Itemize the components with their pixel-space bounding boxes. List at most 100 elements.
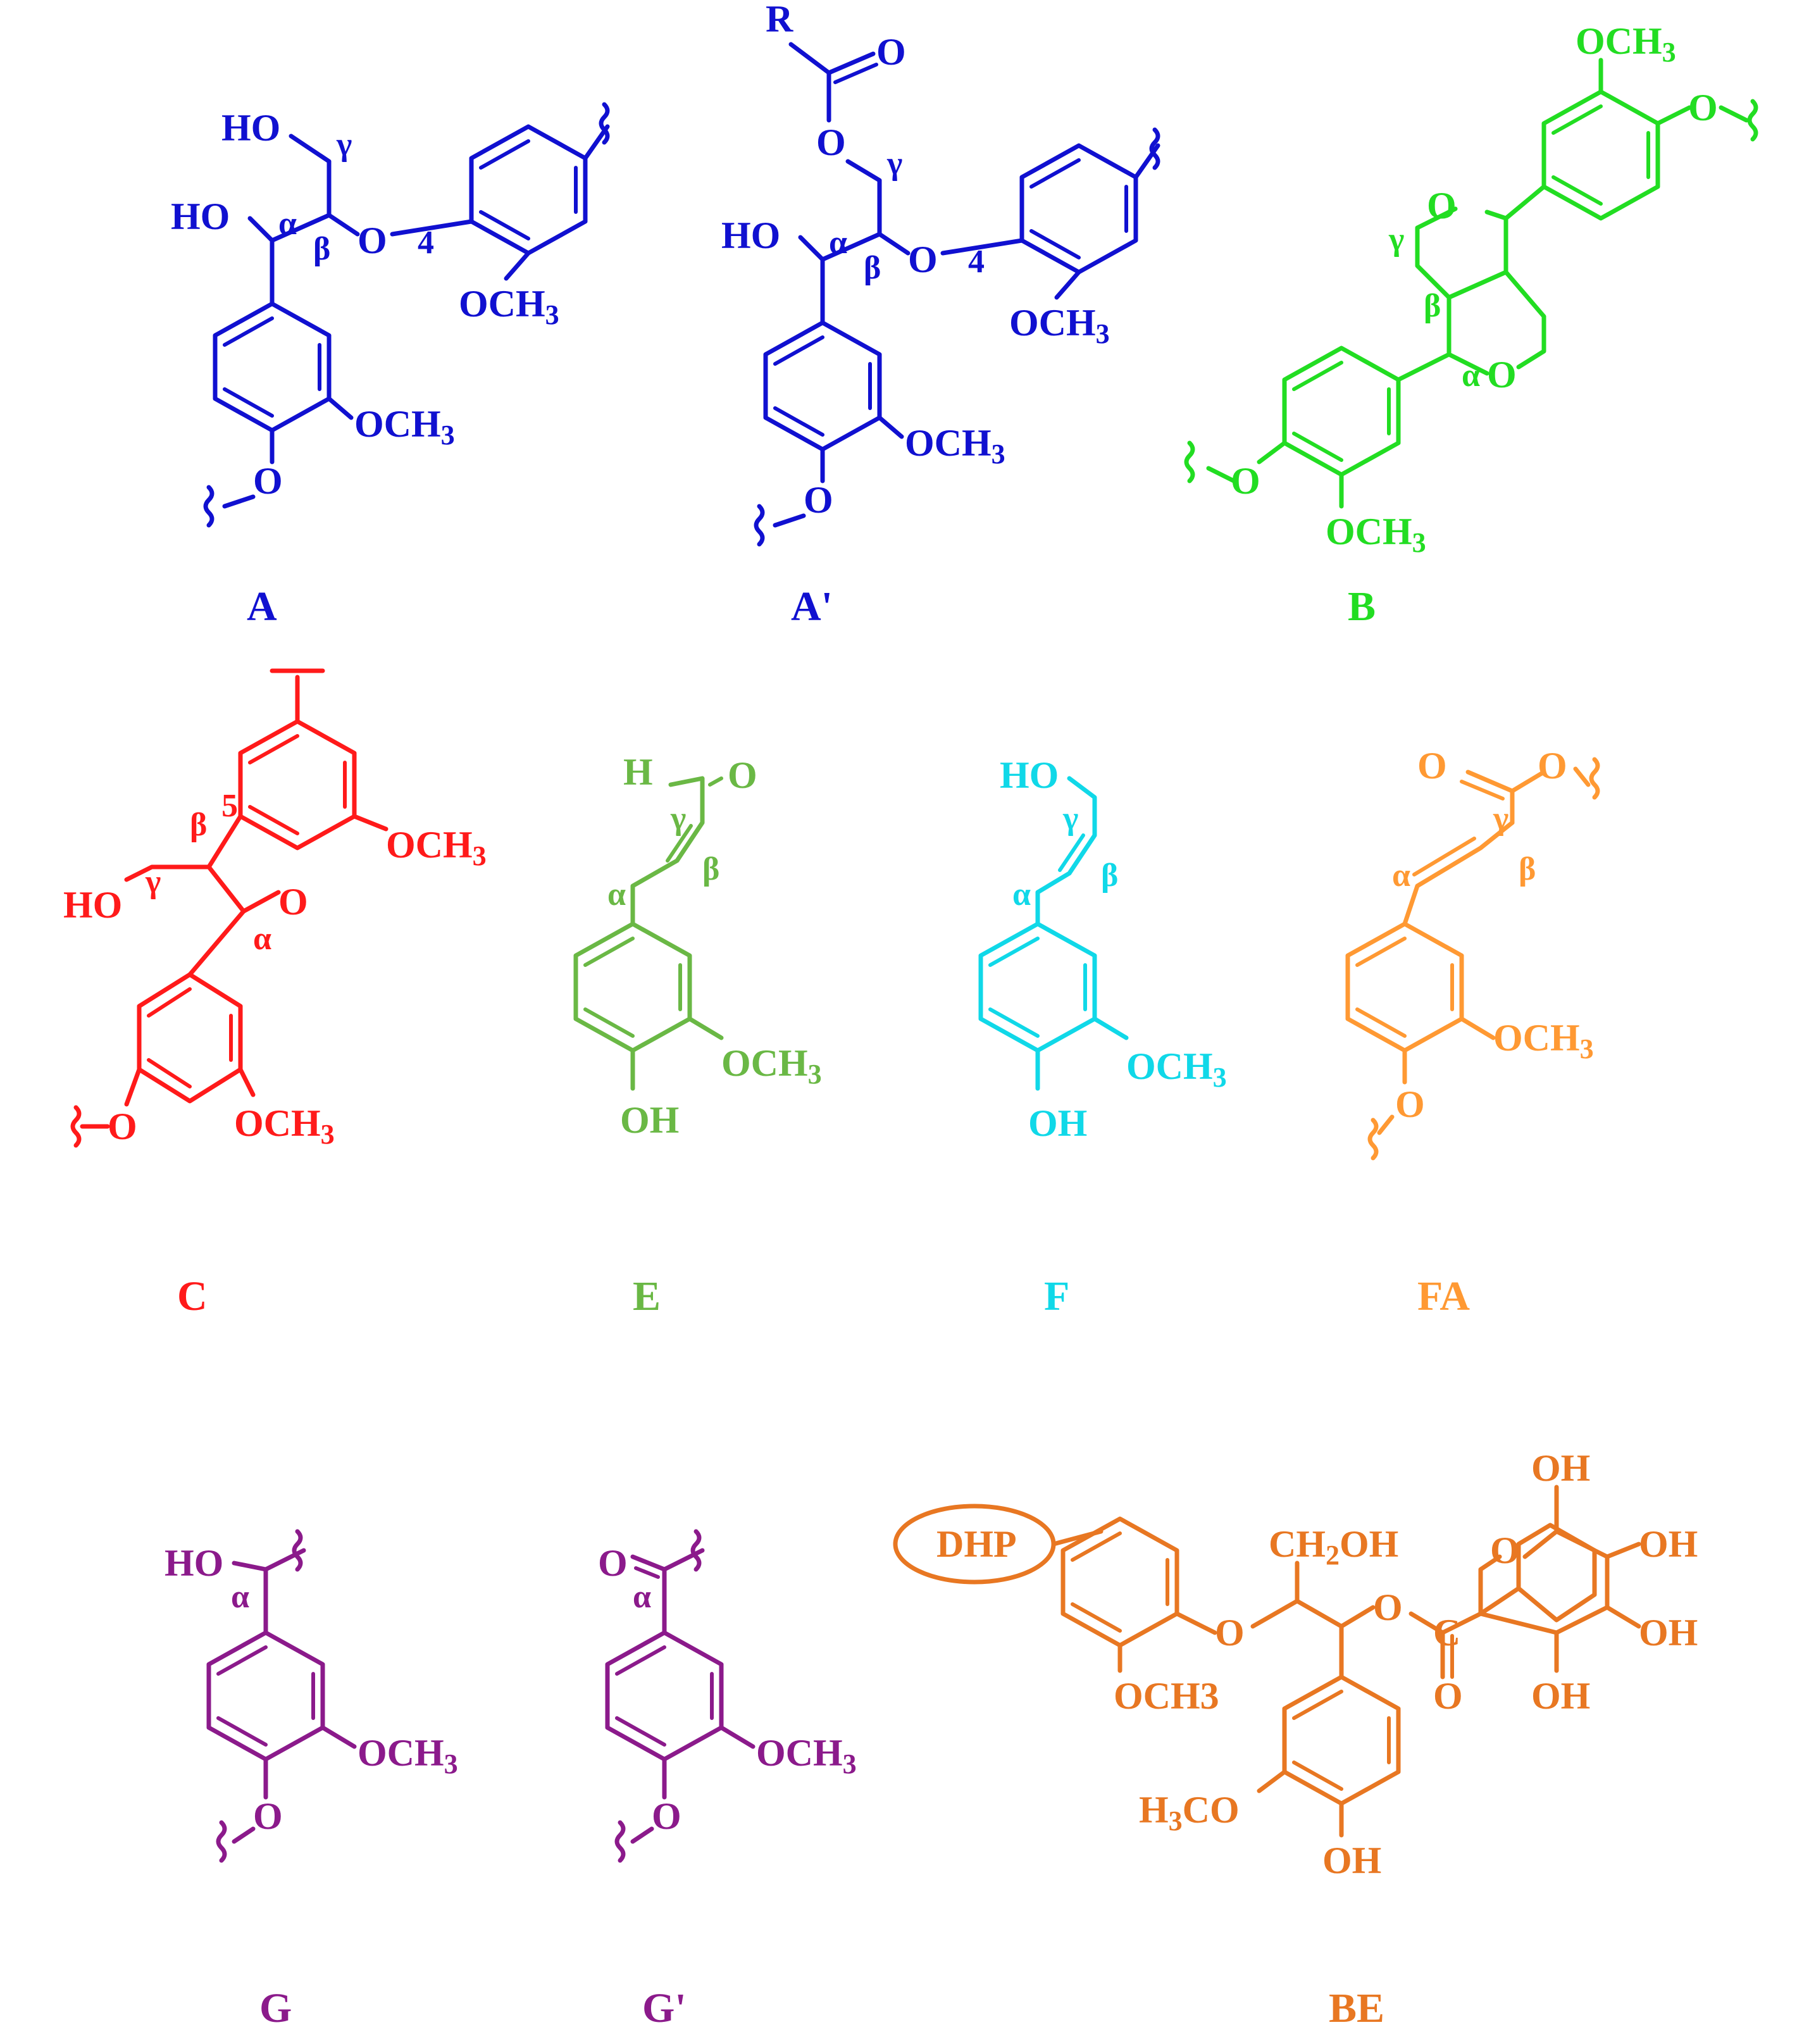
structure-g-prime-label: α xyxy=(633,1579,651,1615)
structure-be: DHP CH2OH O OH OH OH OH O O C O OCH3 H3C… xyxy=(893,1447,1698,2031)
structure-c-label: γ xyxy=(145,864,161,900)
structure-g-bond xyxy=(232,1826,256,1844)
structure-a-bond xyxy=(599,102,610,145)
structure-b-bond xyxy=(1551,104,1603,135)
structure-b-label: OCH3 xyxy=(1576,20,1676,68)
structure-a-bond xyxy=(223,316,274,347)
structure-be-bond xyxy=(1071,1602,1122,1633)
structure-f-bond xyxy=(1092,1016,1129,1040)
structure-f-caption: F xyxy=(1044,1273,1069,1319)
structure-fa-bond xyxy=(1412,837,1476,876)
structure-a-prime-label: 4 xyxy=(968,244,985,280)
structure-e-bond xyxy=(630,776,705,926)
structure-e-caption: E xyxy=(633,1273,661,1319)
structure-fa-bond xyxy=(1510,770,1546,794)
structure-be-label: O xyxy=(1373,1586,1403,1628)
structure-be-bond xyxy=(1292,1690,1343,1720)
structure-fa-bond xyxy=(1573,766,1591,787)
structure-a-prime-bond xyxy=(773,335,824,366)
structure-fa-bond xyxy=(1377,1114,1395,1135)
structure-fa-bond xyxy=(1355,1007,1407,1038)
structure-a-prime-label: O xyxy=(804,479,833,521)
structure-be-bond xyxy=(1292,1760,1343,1791)
structure-a-ring-upper xyxy=(469,124,588,256)
structure-a-bond xyxy=(504,251,531,281)
structure-a-gamma: γ xyxy=(336,127,352,163)
structure-a-och3-upper: OCH3 xyxy=(459,283,559,330)
structure-c-bond xyxy=(124,1067,142,1107)
structure-g-prime-label: OCH3 xyxy=(756,1732,857,1779)
structure-be-label: OCH3 xyxy=(1114,1675,1219,1717)
structure-c-label: HO xyxy=(63,884,122,926)
structure-b-bond xyxy=(1503,270,1546,370)
structure-e-label: H xyxy=(623,751,653,793)
structure-c: OCH3 5 β γ HO α O O OCH3 C xyxy=(63,668,487,1319)
structure-a-bond xyxy=(222,494,256,509)
structure-a-prime-bond xyxy=(877,415,904,439)
structure-a-prime-bond xyxy=(754,504,765,547)
structure-b-bond xyxy=(1541,89,1660,221)
structure-a-prime-bond xyxy=(833,63,878,84)
structure-e-label: OCH3 xyxy=(721,1042,822,1090)
structure-f-label: β xyxy=(1101,857,1118,894)
structure-f-label: OCH3 xyxy=(1126,1045,1227,1093)
structure-b-bond xyxy=(1292,432,1343,462)
structure-c-label: OCH3 xyxy=(386,824,487,871)
structure-g-label: OCH3 xyxy=(358,1732,458,1779)
structure-c-label: OCH3 xyxy=(234,1102,335,1150)
structure-be-label: O xyxy=(1490,1530,1520,1571)
structure-b-bond xyxy=(1206,466,1236,483)
structure-fa-label: OCH3 xyxy=(1493,1017,1594,1064)
structure-a-prime-label: O xyxy=(876,31,906,73)
structure-b-bond xyxy=(1655,105,1692,126)
structure-e-label: γ xyxy=(670,801,686,837)
structure-be-bond xyxy=(1478,1529,1610,1635)
structure-c-bond xyxy=(206,814,281,914)
structure-a-bond xyxy=(223,387,274,418)
structure-fa-caption: FA xyxy=(1417,1273,1470,1319)
structure-c-label: β xyxy=(190,807,207,843)
structure-g-prime-bond xyxy=(690,1529,702,1572)
structure-g-prime-label: O xyxy=(598,1542,628,1584)
structure-b-label: β xyxy=(1424,288,1441,324)
structure-c-bond xyxy=(248,805,299,835)
structure-g-caption: G xyxy=(259,1985,292,2031)
structure-e-bond xyxy=(708,776,723,787)
structure-f-label: OH xyxy=(1028,1102,1087,1144)
structure-fa-bond xyxy=(1345,921,1464,1053)
structure-e-bond xyxy=(573,921,692,1053)
structure-e-bond xyxy=(583,1007,635,1038)
structure-a-prime-bond xyxy=(1029,229,1081,259)
structure-be-label: H3CO xyxy=(1139,1789,1240,1836)
structure-a-prime-bond xyxy=(877,232,911,256)
structure-c-bond xyxy=(137,972,243,1104)
structure-f: HO γ β α OCH3 OH F xyxy=(978,754,1227,1319)
structure-fa-bond xyxy=(1367,1118,1379,1161)
structure-be-bond xyxy=(1605,1605,1641,1629)
structure-c-bond xyxy=(70,1105,82,1148)
structure-g-bond xyxy=(320,1725,357,1749)
structure-g-label: α xyxy=(231,1579,249,1615)
structure-a-position-4: 4 xyxy=(418,225,434,261)
structure-fa-bond xyxy=(1589,757,1600,800)
structure-be-label: DHP xyxy=(936,1523,1017,1565)
structure-be-bond xyxy=(1440,1611,1483,1635)
structure-be-bond xyxy=(1408,1611,1445,1635)
structure-c-bond xyxy=(147,987,192,1018)
structure-c-label: O xyxy=(108,1106,137,1147)
structure-a-prime-bond xyxy=(788,42,831,75)
structure-a-prime-label: R xyxy=(766,0,793,40)
structure-be-bond xyxy=(1282,1674,1401,1806)
structure-a-o-ether: O xyxy=(358,220,387,261)
structure-b-bond xyxy=(1292,361,1343,391)
structure-a-alpha: α xyxy=(278,206,297,242)
structure-g-prime-bond xyxy=(634,1566,660,1579)
structure-e: H O γ β α OCH3 OH E xyxy=(573,751,822,1319)
structure-a-prime-bond xyxy=(773,513,806,528)
structure-fa: O O γ β α OCH3 O FA xyxy=(1345,745,1600,1319)
structure-g-prime-bond xyxy=(719,1725,755,1749)
structure-fa-bond xyxy=(1465,770,1515,794)
structure-b-label: O xyxy=(1427,185,1457,227)
structure-be-bond xyxy=(1257,1769,1287,1793)
structure-g-prime-bond xyxy=(630,1826,654,1844)
